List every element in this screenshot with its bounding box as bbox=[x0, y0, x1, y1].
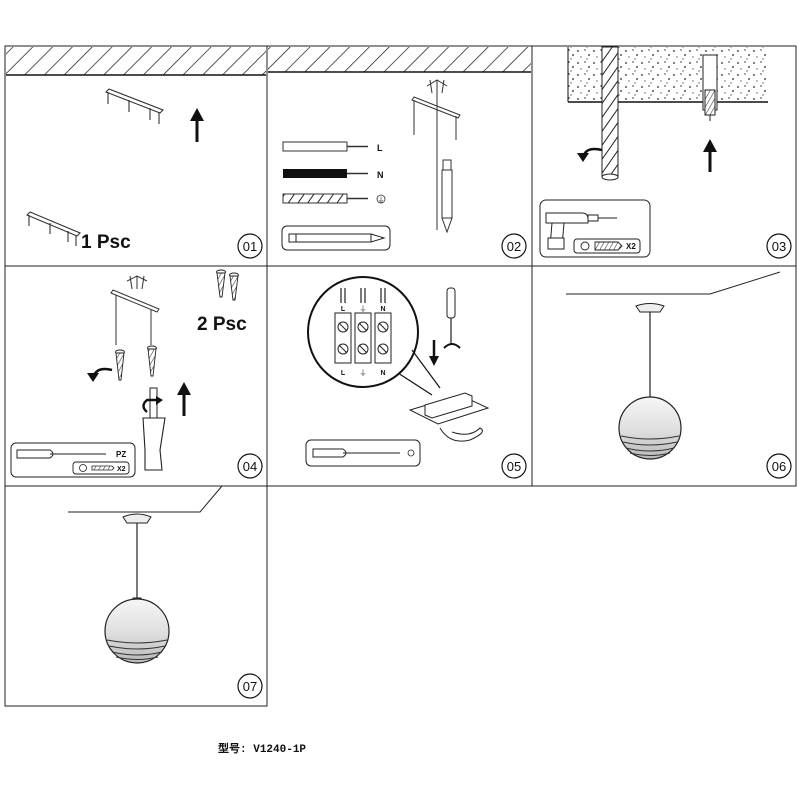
rotate-arrow-icon bbox=[87, 367, 113, 382]
mounting-bracket-icon bbox=[105, 88, 164, 124]
wall-plug-icon bbox=[702, 54, 718, 121]
step-04-number: 04 bbox=[243, 459, 257, 474]
step-07-number: 07 bbox=[243, 679, 257, 694]
step-02-badge: 02 bbox=[501, 233, 527, 259]
model-value: V1240-1P bbox=[253, 744, 307, 756]
hand-screwdriver-icon bbox=[142, 387, 166, 471]
step-01-quantity: 1 Psc bbox=[81, 232, 131, 253]
up-arrow-icon bbox=[177, 382, 191, 416]
step-06-panel: 06 bbox=[566, 271, 792, 479]
step-05-number: 05 bbox=[507, 459, 521, 474]
terminal-top-l: L bbox=[341, 306, 346, 313]
mounting-bracket-icon bbox=[26, 211, 81, 246]
tool-box bbox=[281, 225, 391, 251]
screw-count: X2 bbox=[117, 466, 126, 473]
wire-earth-label: ⏚ bbox=[378, 196, 385, 204]
canopy-icon bbox=[110, 275, 160, 345]
screw-icon bbox=[147, 345, 157, 377]
screwdriver-icon bbox=[312, 448, 400, 458]
terminal-top-earth: ⏚ bbox=[360, 305, 367, 313]
terminal-bottom-earth: ⏚ bbox=[360, 369, 367, 377]
ceiling-line bbox=[68, 485, 223, 513]
drill-icon bbox=[545, 212, 617, 250]
down-arrow-icon bbox=[429, 340, 439, 366]
screw-icon bbox=[216, 269, 226, 298]
step-02-number: 02 bbox=[507, 239, 521, 254]
screwdriver-icon bbox=[446, 287, 456, 345]
concrete-ceiling-icon bbox=[567, 47, 768, 103]
model-number: 型号: V1240-1P bbox=[218, 740, 306, 756]
rotate-arrow-icon bbox=[577, 147, 603, 162]
step-05-badge: 05 bbox=[501, 453, 527, 479]
ceiling-hatch-icon bbox=[268, 47, 531, 73]
wire-n-icon: N bbox=[283, 169, 384, 180]
step-04-badge: 04 bbox=[237, 453, 263, 479]
step-01-number: 01 bbox=[243, 239, 257, 254]
wire-earth-icon: ⏚ bbox=[282, 193, 386, 204]
screw-icon bbox=[229, 272, 239, 301]
rotate-arrow-icon bbox=[443, 343, 461, 349]
up-arrow-icon bbox=[703, 139, 717, 172]
terminal-block-icon bbox=[334, 312, 392, 364]
step-07-panel: 07 bbox=[68, 485, 263, 699]
wall-plug-icon bbox=[580, 241, 623, 251]
wire-n-label: N bbox=[377, 170, 384, 180]
step-03-panel: X2 03 bbox=[539, 46, 792, 259]
terminal-block-icon bbox=[408, 392, 490, 442]
step-01-badge: 01 bbox=[237, 233, 263, 259]
step-02-panel: L N ⏚ 02 bbox=[268, 47, 531, 259]
screw-icon bbox=[115, 349, 125, 381]
pendant-lamp-icon bbox=[618, 303, 682, 460]
terminal-magnifier: L ⏚ N L ⏚ N bbox=[307, 276, 441, 396]
step-06-number: 06 bbox=[772, 459, 786, 474]
terminal-top-n: N bbox=[380, 306, 385, 313]
screw-icon bbox=[79, 464, 115, 472]
step-07-badge: 07 bbox=[237, 673, 263, 699]
tool-box: X2 bbox=[539, 199, 651, 258]
tool-box: PZ X2 bbox=[10, 442, 136, 478]
step-06-badge: 06 bbox=[766, 453, 792, 479]
drill-bit-icon bbox=[601, 46, 619, 181]
pendant-lamp-icon bbox=[104, 513, 170, 664]
step-03-badge: 03 bbox=[766, 233, 792, 259]
tool-box bbox=[305, 439, 421, 467]
step-01-panel: 1 Psc 01 bbox=[6, 47, 266, 259]
pencil-icon bbox=[441, 159, 453, 234]
wire-l-icon: L bbox=[282, 141, 383, 153]
model-label: 型号: bbox=[218, 744, 247, 756]
pencil-icon bbox=[288, 233, 386, 243]
canopy-icon bbox=[411, 79, 461, 230]
screwdriver-icon bbox=[16, 449, 106, 459]
step-04-panel: 2 Psc PZ X2 04 bbox=[10, 269, 263, 479]
step-03-number: 03 bbox=[772, 239, 786, 254]
wire-l-label: L bbox=[377, 143, 383, 153]
panel-grid bbox=[4, 45, 797, 707]
screwdriver-tip: PZ bbox=[116, 450, 126, 459]
terminal-bottom-n: N bbox=[380, 370, 385, 377]
ceiling-hatch-icon bbox=[6, 47, 266, 76]
ceiling-line bbox=[566, 271, 781, 295]
terminal-bottom-l: L bbox=[341, 370, 346, 377]
anchor-count: X2 bbox=[626, 242, 636, 251]
wire-ends-icon bbox=[340, 288, 386, 303]
up-arrow-icon bbox=[190, 108, 204, 142]
step-05-panel: L ⏚ N L ⏚ N bbox=[305, 276, 527, 479]
step-04-quantity: 2 Psc bbox=[197, 314, 247, 335]
